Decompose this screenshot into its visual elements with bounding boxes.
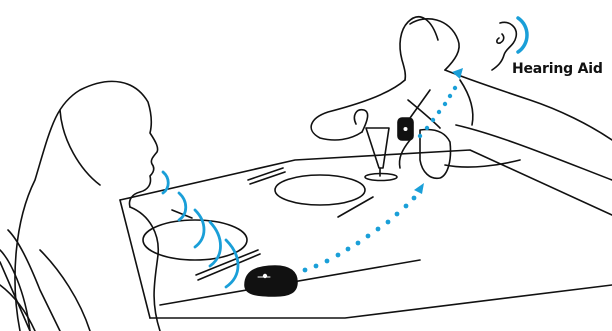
signal-path [303,86,458,273]
table-microphone [245,266,297,296]
plate-far [275,175,365,205]
speech-waves [163,172,238,287]
chair [0,230,60,331]
woman-figure [0,81,160,331]
hearing-aid-label: Hearing Aid [512,61,603,77]
man-figure [311,17,612,180]
